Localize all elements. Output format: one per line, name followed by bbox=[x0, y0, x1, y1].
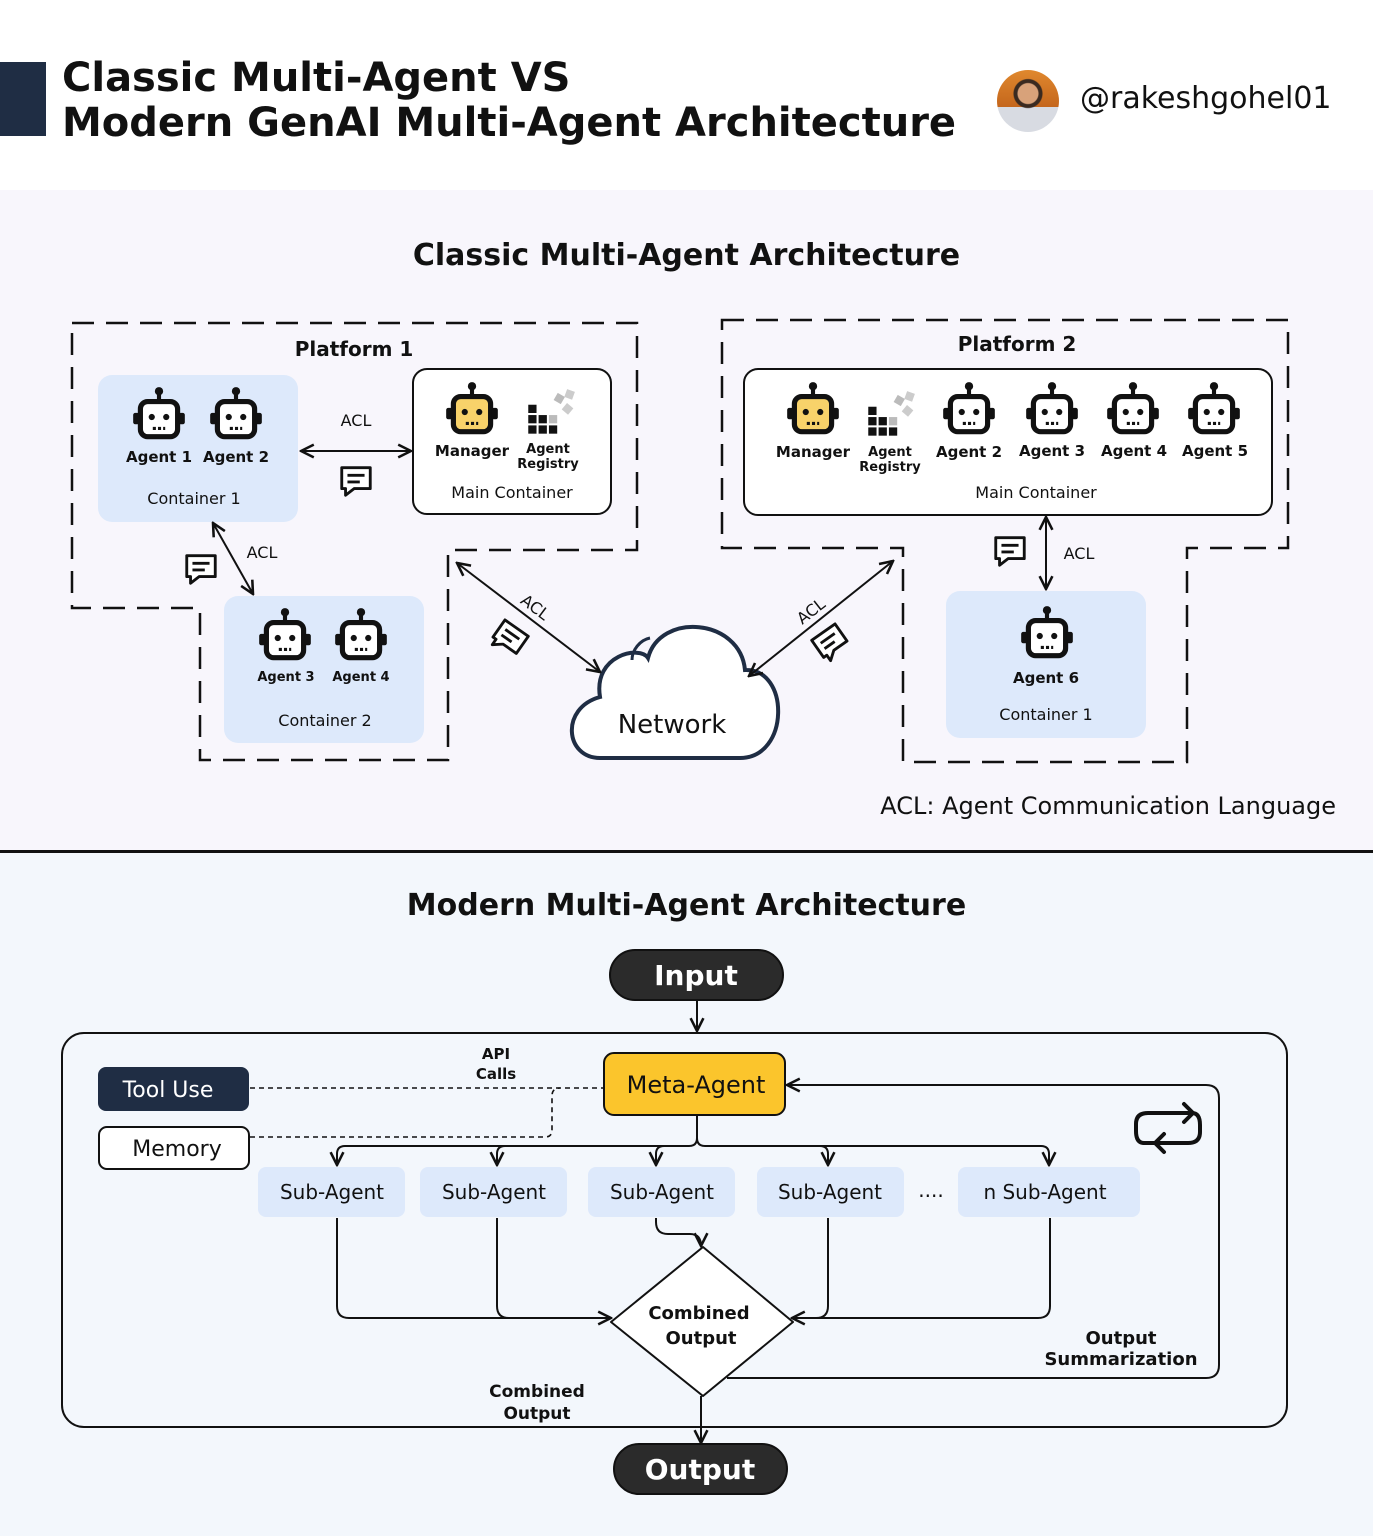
p2-manager-label: Manager bbox=[776, 443, 851, 461]
summarization-feedback-loop bbox=[727, 1085, 1220, 1379]
summarization-label-1: Output bbox=[1085, 1328, 1156, 1349]
p1-registry-label-2: Registry bbox=[517, 457, 579, 472]
sub-agent-1-output bbox=[336, 1218, 611, 1318]
acl-label-1: ACL bbox=[341, 411, 372, 430]
combined-output-label-2: Output bbox=[665, 1328, 736, 1349]
output-label: Output bbox=[645, 1453, 755, 1486]
p1-container-2-label: Container 2 bbox=[278, 711, 371, 730]
p2-registry-label-1: Agent bbox=[868, 445, 912, 460]
sub-agent-2-output bbox=[496, 1218, 510, 1319]
agent-3-label: Agent 3 bbox=[257, 670, 314, 685]
p2-main-container-label: Main Container bbox=[975, 483, 1097, 502]
p2-agent-4-label: Agent 4 bbox=[1101, 442, 1167, 460]
combined-output-label-1: Combined bbox=[648, 1303, 749, 1324]
fanout-sub-agent-2 bbox=[497, 1145, 506, 1165]
acl-legend: ACL: Agent Communication Language bbox=[880, 792, 1336, 820]
api-calls-label-2: Calls bbox=[476, 1065, 516, 1083]
p1-container-1-label: Container 1 bbox=[147, 489, 240, 508]
avatar bbox=[997, 70, 1059, 132]
memory-box bbox=[98, 1126, 250, 1170]
n-sub-agent-label: n Sub-Agent bbox=[983, 1180, 1106, 1204]
sub-agent-4-output bbox=[815, 1218, 829, 1319]
sub-agent-4-label: Sub-Agent bbox=[778, 1180, 882, 1204]
p2-agent-3-label: Agent 3 bbox=[1019, 442, 1085, 460]
p2-container-1-label: Container 1 bbox=[999, 705, 1092, 724]
page-title-line-1: Classic Multi-Agent VS bbox=[62, 55, 571, 101]
page-title-line-2: Modern GenAI Multi-Agent Architecture bbox=[62, 100, 957, 146]
acl-label-2: ACL bbox=[247, 543, 278, 562]
sub-agent-3-label: Sub-Agent bbox=[610, 1180, 714, 1204]
fanout-sub-agent-3 bbox=[656, 1145, 665, 1165]
acl-label-5: ACL bbox=[793, 594, 829, 628]
p1-manager-label: Manager bbox=[435, 442, 510, 460]
header-accent-bar bbox=[0, 62, 46, 136]
section-divider bbox=[0, 850, 1373, 853]
memory-link bbox=[250, 1087, 561, 1138]
combined-output-note-1: Combined bbox=[489, 1382, 585, 1402]
fanout-n-sub-agent bbox=[696, 1137, 1049, 1165]
acl-label-3: ACL bbox=[1064, 544, 1095, 563]
network-cloud bbox=[569, 625, 781, 760]
p1-main-container-label: Main Container bbox=[451, 483, 573, 502]
message-icon bbox=[994, 536, 1026, 567]
ellipsis: .... bbox=[918, 1178, 943, 1202]
agent-4-label: Agent 4 bbox=[332, 670, 389, 685]
p1-registry-label-1: Agent bbox=[526, 442, 570, 457]
sub-agent-1-label: Sub-Agent bbox=[280, 1180, 384, 1204]
platform-2-label: Platform 2 bbox=[958, 332, 1077, 356]
sub-agent-3 bbox=[588, 1167, 735, 1217]
agent-2-label: Agent 2 bbox=[203, 448, 269, 466]
classic-title: Classic Multi-Agent Architecture bbox=[412, 238, 961, 273]
agent-6-label: Agent 6 bbox=[1013, 669, 1079, 687]
platform-1-outline bbox=[70, 321, 639, 762]
sub-agent-3-output bbox=[655, 1218, 701, 1246]
author-handle: @rakeshgohel01 bbox=[1080, 81, 1332, 116]
input-label: Input bbox=[654, 959, 738, 992]
modern-title: Modern Multi-Agent Architecture bbox=[406, 888, 967, 923]
sub-agent-2-label: Sub-Agent bbox=[442, 1180, 546, 1204]
tool-use-box bbox=[98, 1067, 249, 1111]
acl-arrow-p2-network bbox=[749, 561, 893, 676]
tool-use-label: Tool Use bbox=[122, 1078, 214, 1103]
acl-arrow-c1-c2 bbox=[213, 523, 253, 594]
p2-registry-label-2: Registry bbox=[859, 460, 921, 475]
meta-agent-label: Meta-Agent bbox=[627, 1071, 766, 1099]
api-calls-label-1: API bbox=[482, 1045, 510, 1063]
message-icon bbox=[810, 622, 853, 665]
memory-label: Memory bbox=[132, 1137, 221, 1162]
loop-icon bbox=[1134, 1102, 1202, 1154]
acl-arrow-p1-network bbox=[457, 563, 600, 672]
platform-2-outline bbox=[720, 318, 1290, 764]
summarization-label-2: Summarization bbox=[1044, 1349, 1197, 1370]
sub-agent-1 bbox=[258, 1167, 405, 1217]
fanout-sub-agent-1 bbox=[337, 1116, 698, 1165]
network-label: Network bbox=[618, 710, 727, 740]
agent-1-label: Agent 1 bbox=[126, 448, 192, 466]
n-sub-agent-output bbox=[792, 1218, 1051, 1318]
platform-1-label: Platform 1 bbox=[295, 337, 414, 361]
cloud-highlight bbox=[630, 636, 651, 661]
p2-agent-2-label: Agent 2 bbox=[936, 443, 1002, 461]
sub-agent-4 bbox=[757, 1167, 904, 1217]
combined-output-diamond bbox=[610, 1246, 794, 1397]
meta-agent-box bbox=[603, 1052, 786, 1116]
modern-frame bbox=[61, 1032, 1288, 1428]
p2-agent-5-label: Agent 5 bbox=[1182, 442, 1248, 460]
acl-label-4: ACL bbox=[517, 590, 553, 624]
fanout-sub-agent-4 bbox=[819, 1145, 828, 1165]
combined-output-note-2: Output bbox=[503, 1404, 570, 1424]
message-icon bbox=[185, 554, 217, 585]
message-icon bbox=[487, 618, 530, 661]
p2-container-1 bbox=[946, 591, 1146, 738]
sub-agent-2 bbox=[420, 1167, 567, 1217]
message-icon bbox=[340, 466, 372, 497]
n-sub-agent bbox=[958, 1167, 1140, 1217]
